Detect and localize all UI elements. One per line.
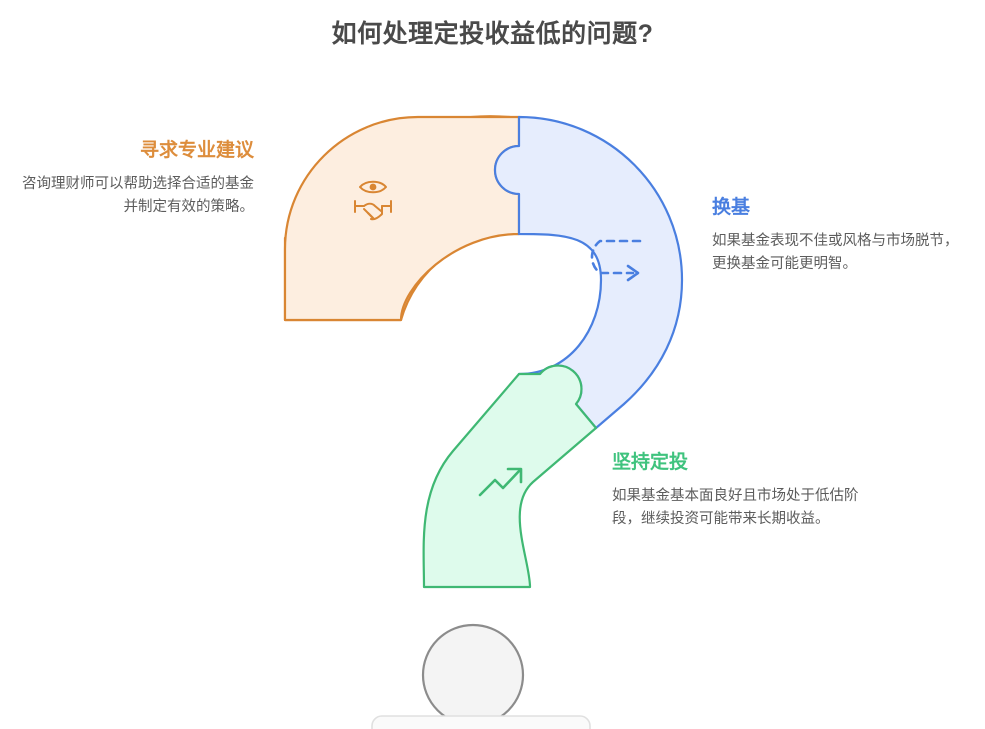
question-mark-dot [421, 623, 525, 727]
section-switch: 换基 如果基金表现不佳或风格与市场脱节，更换基金可能更明智。 [712, 197, 962, 277]
section-hold: 坚持定投 如果基金基本面良好且市场处于低估阶段，继续投资可能带来长期收益。 [612, 452, 868, 532]
handshake-eye-icon [354, 180, 392, 221]
section-switch-body: 如果基金表现不佳或风格与市场脱节，更换基金可能更明智。 [712, 232, 959, 273]
puzzle-piece-advice-refined[interactable] [283, 115, 521, 322]
section-hold-heading: 坚持定投 [612, 452, 689, 473]
section-advice-body: 咨询理财师可以帮助选择合适的基金并制定有效的策略。 [22, 175, 254, 216]
puzzle-piece-hold[interactable] [422, 364, 598, 589]
section-hold-body: 如果基金基本面良好且市场处于低估阶段，继续投资可能带来长期收益。 [612, 487, 859, 528]
bottom-panel [371, 715, 591, 729]
section-advice-heading: 寻求专业建议 [139, 140, 254, 161]
trending-up-arrow-icon [478, 467, 523, 497]
section-switch-heading: 换基 [712, 197, 751, 218]
dashed-uturn-arrow-icon [590, 239, 642, 282]
page-title: 如何处理定投收益低的问题? [331, 20, 654, 48]
section-advice: 寻求专业建议 咨询理财师可以帮助选择合适的基金并制定有效的策略。 [18, 140, 254, 220]
